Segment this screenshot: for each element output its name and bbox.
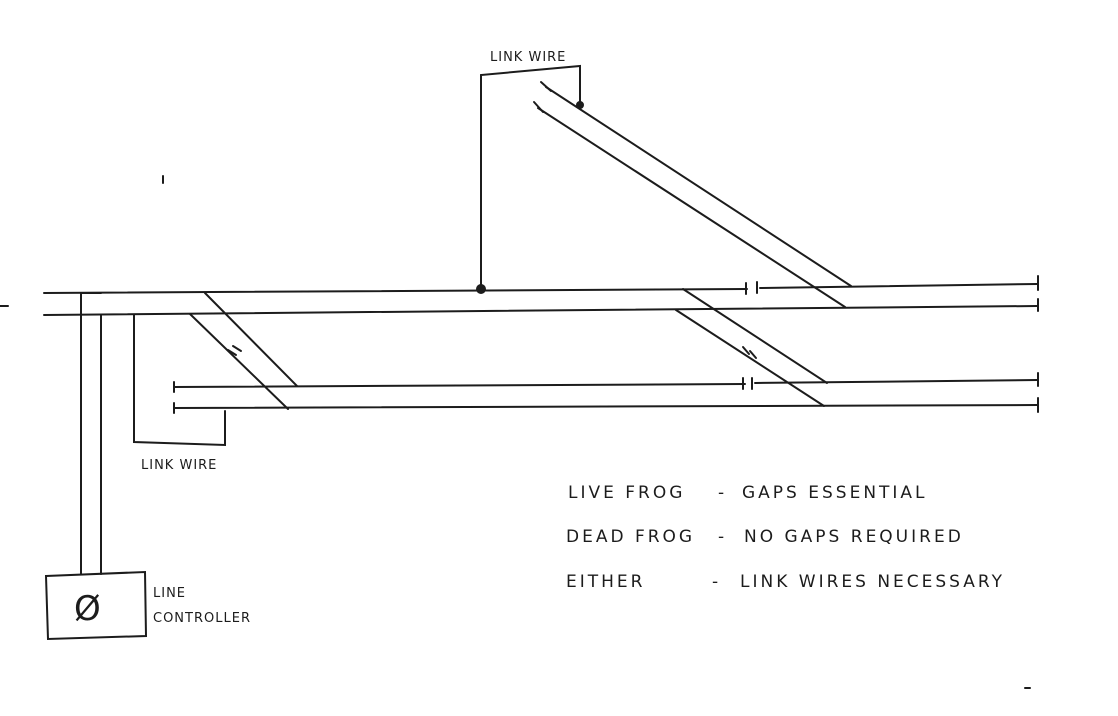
- note-desc: LINK WIRES NECESSARY: [740, 572, 1005, 592]
- gap-mark: [227, 349, 237, 356]
- branch-rail-inner: [537, 107, 846, 308]
- link-wire-label-bottom: LINK WIRE: [141, 458, 217, 473]
- crossover-left-rail-b: [189, 313, 289, 410]
- controller-label-line1: LINE: [153, 586, 186, 601]
- main-rail-lower: [43, 305, 1038, 316]
- notes-block: LIVE FROG - GAPS ESSENTIAL DEAD FROG - N…: [566, 483, 1005, 592]
- note-dash: -: [718, 527, 727, 547]
- note-term: DEAD FROG: [566, 527, 695, 547]
- crossover-right-rail-a: [682, 288, 828, 384]
- branch-end-stop: [533, 101, 544, 113]
- link-wire-top: [480, 64, 581, 289]
- note-dash: -: [712, 572, 721, 592]
- link-wire-bottom: [133, 314, 226, 447]
- main-rail-upper: [43, 288, 748, 294]
- branch-rail-outer: [545, 86, 852, 287]
- note-term: LIVE FROG: [568, 483, 685, 503]
- siding-rail-upper-after-gap: [754, 379, 1038, 384]
- gap-mark: [749, 350, 757, 359]
- siding-rail-lower: [173, 404, 1038, 409]
- gap-mark: [232, 345, 242, 352]
- solder-joint: [576, 101, 584, 109]
- note-desc: NO GAPS REQUIRED: [744, 527, 964, 547]
- note-desc: GAPS ESSENTIAL: [742, 483, 928, 503]
- main-rail-upper-after-gap: [759, 283, 1038, 289]
- crossover-right-rail-b: [675, 309, 825, 407]
- gap-mark: [742, 346, 750, 355]
- note-dash: -: [718, 483, 727, 503]
- siding-rail-upper: [173, 383, 746, 388]
- note-term: EITHER: [566, 572, 645, 592]
- solder-joint: [476, 284, 486, 294]
- line-controller-box: [44, 570, 148, 641]
- controller-label-line2: CONTROLLER: [153, 611, 251, 626]
- link-wire-label-top: LINK WIRE: [490, 50, 566, 65]
- crossover-left-rail-a: [204, 292, 298, 387]
- branch-end-stop: [540, 81, 552, 92]
- controller-symbol: Ø: [74, 589, 101, 629]
